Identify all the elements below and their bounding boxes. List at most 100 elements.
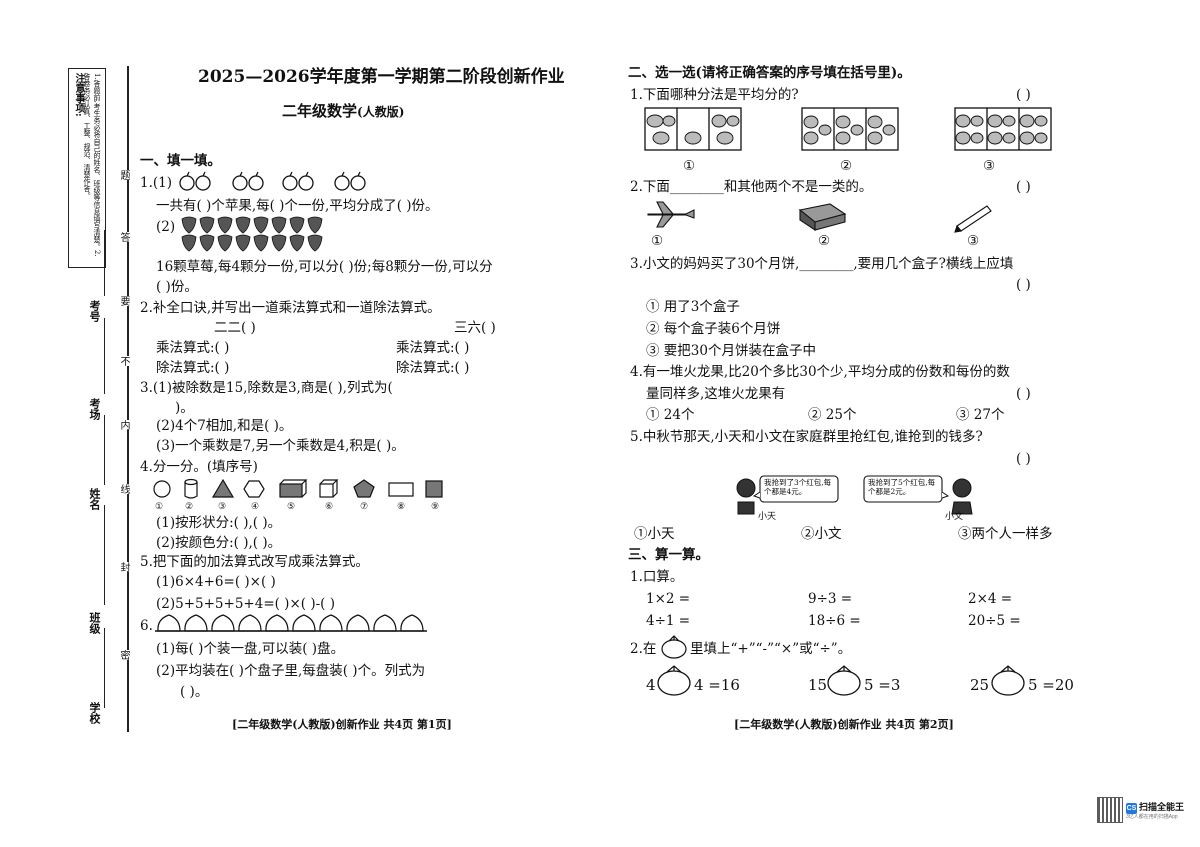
cylinder-shape [184,478,198,499]
bubble-text-1: 我抢到了3个红包,每个都是4元。 [764,478,832,496]
scanner-logo-icon: CS [1126,803,1137,814]
calc-item: 20÷5 = [968,613,1021,629]
seal-char: 内 [117,420,131,430]
shape-num: ④ [251,502,260,512]
q4-2: (2)按颜色分:( ),( )。 [156,535,282,551]
r3-prompt: 3.小文的妈妈买了30个月饼,________,要用几个盒子?横线上应填 [630,256,1014,272]
q2-div-2: 除法算式:( ) [396,360,470,376]
calc-item: 18÷6 = [808,613,861,629]
c2-prompt-a: 2.在 [630,641,657,657]
c1-prompt: 1.口算。 [630,569,684,585]
r5-option-2: ②小文 [801,526,842,542]
class-field[interactable] [104,505,105,605]
r3-option-2: ② 每个盒子装6个月饼 [646,321,781,337]
q6-label: 6. [140,618,153,634]
qr-code-icon [1097,797,1123,823]
subject-name: 二年级数学 [282,102,358,120]
shape-num: ⑥ [325,502,334,512]
c2-prompt-b: 里填上“+”“-”“×”或“÷”。 [690,641,852,657]
q5-prompt: 5.把下面的加法算式改写成乘法算式。 [140,554,369,570]
fill-1-right: 4 =16 [694,676,740,694]
pencil-icon [954,205,992,233]
r5-answer[interactable]: ( ) [1016,451,1031,467]
tomato-blank-1[interactable] [656,664,692,696]
footer-page-2: [二年级数学(人教版)创新作业 共4页 第2页] [734,718,954,731]
q5-2: (2)5+5+5+5+4=( )×( )-( ) [156,596,335,612]
shape-num: ① [155,502,164,512]
section-1-heading: 一、填一填。 [140,153,221,169]
tomato-blank-2[interactable] [826,664,862,696]
school-field[interactable] [104,628,105,708]
r2-option-1: ① [651,233,664,249]
q6-1: (1)每( )个装一盘,可以装( )盘。 [156,641,345,657]
seal-char: 要 [117,296,131,306]
r3-answer[interactable]: ( ) [1016,277,1031,293]
shape-num: ⑦ [360,502,369,512]
q3-3: (3)一个乘数是7,另一个乘数是4,积是( )。 [156,438,405,454]
r1-answer[interactable]: ( ) [1016,87,1031,103]
seal-char: 题 [117,170,131,180]
name-field[interactable] [104,415,105,485]
strawberry-icon [181,216,323,252]
r4-option-2: ② 25个 [808,407,857,423]
r2-option-2: ② [818,233,831,249]
q1-2-label: (2) [156,219,176,235]
r1-option-2: ② [840,158,853,174]
r4-prompt: 4.有一堆火龙果,比20个多比30个少,平均分成的份数和每份的数 [630,364,1010,380]
bun-boxes [644,107,1052,151]
scanner-tagline: 3亿人都在用的扫描App [1126,814,1178,820]
name-label: 姓名 [88,488,101,510]
cuboid-shape [279,479,308,498]
r4-prompt-b: 量同样多,这堆火龙果有 [646,386,786,402]
footer-page-1: [二年级数学(人教版)创新作业 共4页 第1页] [232,718,452,731]
q4-prompt: 4.分一分。(填序号) [140,459,258,475]
speech-bubble-1 [759,475,839,503]
q2-koujue-1: 二二( ) [214,320,256,336]
fill-2-left: 15 [808,676,828,694]
seal-char: 线 [117,484,131,494]
bun-box-3 [954,107,1052,151]
seal-char: 封 [117,562,131,572]
q3-1: 3.(1)被除数是15,除数是3,商是( ),列式为( [140,380,393,396]
triangle-shape [211,478,235,498]
speech-bubble-2 [863,475,943,503]
shapes-row [153,478,443,499]
kids-illustration [736,475,973,515]
room-label: 考场 [88,398,101,420]
calc-item: 9÷3 = [808,591,853,607]
square-shape [425,480,443,498]
q1-line2: 16颗草莓,每4颗分一份,可以分( )份;每8颗分一份,可以分 [156,259,493,275]
notice-text: 1.答题前,考生务必将自己的姓名、班级等信息填写清楚。2.答卷务必认真、工整、规… [83,73,101,257]
subject-title: 二年级数学(人教版) [282,102,404,121]
r1-prompt: 1.下面哪种分法是平均分的? [630,87,799,103]
seal-char: 密 [117,650,131,660]
pentagon-shape [353,479,375,498]
seal-char: 不 [117,356,131,366]
box-icon [798,203,847,232]
id-label: 考号 [88,300,101,322]
q6-2: (2)平均装在( )个盘子里,每盘装( )个。列式为 [156,663,426,679]
seal-char: 答 [117,232,131,242]
room-field[interactable] [104,318,105,394]
section-2-heading: 二、选一选(请将正确答案的序号填在括号里)。 [628,65,911,81]
q5-1: (1)6×4+6=( )×( ) [156,574,276,590]
shape-num: ⑨ [431,502,440,512]
r1-option-3: ③ [983,158,996,174]
section-3-heading: 三、算一算。 [628,547,709,563]
q1-label: 1.(1) [140,175,173,191]
apple-group-icons [179,171,366,191]
bubble-text-2: 我抢到了5个红包,每个都是2元。 [868,478,936,496]
school-label: 学校 [88,702,101,724]
edition-label: (人教版) [357,105,405,119]
r4-answer[interactable]: ( ) [1016,386,1031,402]
r5-option-3: ③两个人一样多 [958,526,1053,542]
id-field[interactable] [104,230,105,296]
tomato-blank-3[interactable] [990,664,1026,696]
q1-line1: 一共有( )个苹果,每( )个一份,平均分成了( )份。 [156,198,439,214]
r5-option-1: ①小天 [634,526,675,542]
r2-answer[interactable]: ( ) [1016,179,1031,195]
r3-option-3: ③ 要把30个月饼装在盒子中 [646,343,816,359]
notice-title: 注意事项: [73,73,84,117]
r3-option-1: ① 用了3个盒子 [646,299,740,315]
q2-koujue-2: 三六( ) [454,320,496,336]
